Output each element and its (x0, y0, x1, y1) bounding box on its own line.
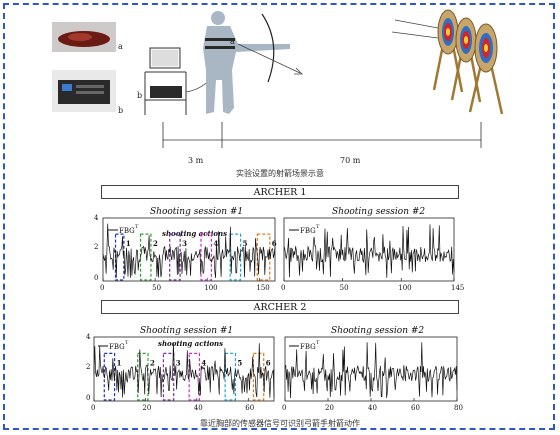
a2s1-ytick-2: 2 (86, 363, 90, 371)
a1s1-action-box-5 (229, 233, 242, 281)
distance-markers (162, 122, 482, 148)
a1s1-xtick-label: 150 (256, 284, 269, 292)
a2s1-action-number: 6 (266, 358, 271, 367)
a1s1-action-number: 6 (272, 239, 277, 248)
a2s2-signal-line (284, 342, 458, 399)
a1s1-legend: FBG (119, 227, 135, 235)
a2s1-xtick-label: 60 (245, 404, 254, 412)
a1s1-annotation: shooting actions (162, 229, 227, 238)
a2s1-xtick-label: 0 (91, 404, 95, 412)
a1s2-xtick-label: 50 (340, 284, 349, 292)
a2s2-legend: FBG (300, 343, 316, 351)
a1s1-ytick-2: 2 (94, 243, 98, 251)
a2s1-legend: FBG (109, 343, 125, 351)
sensor-label-a: a (230, 37, 235, 46)
bow-icon (261, 13, 275, 83)
archer1-session1-plot: Shooting session #1 shooting actions FBG… (94, 207, 277, 292)
interrogator-photo (52, 70, 116, 112)
a1s1-action-number: 3 (182, 239, 187, 248)
a1s1-action-number: 2 (153, 239, 158, 248)
archer1-header: ARCHER 1 (101, 185, 459, 199)
a1s1-action-box-2 (139, 233, 152, 281)
a1s1-action-box-4 (200, 233, 213, 281)
a2s2-xtick-label: 20 (325, 404, 334, 412)
a2s1-signal-line (93, 342, 275, 398)
a1s1-title: Shooting session #1 (150, 207, 243, 217)
a2s1-action-number: 3 (176, 358, 181, 367)
a2s1-action-box-3 (162, 352, 175, 401)
a2s1-action-box-6 (252, 352, 265, 401)
computer-desk (144, 47, 187, 115)
scene-caption: 实验设置的射箭场景示意 (236, 169, 324, 178)
a1s1-signal-line (102, 223, 276, 278)
footer-caption: 靠近胸部的传感器信号可识别弓箭手射箭动作 (200, 419, 360, 428)
distance-3m: 3 m (188, 156, 204, 165)
a2s1-action-number: 5 (237, 358, 242, 367)
fbg-sensor-photo (52, 22, 116, 52)
a1s1-ytick-4: 4 (94, 214, 99, 222)
a2s1-action-number: 1 (117, 358, 122, 367)
target-stands (432, 9, 504, 115)
a1s1-xtick-label: 100 (204, 284, 217, 292)
device-label-b: b (118, 106, 123, 115)
device-label-a: a (118, 42, 123, 51)
a1s1-legend-sup: T (135, 224, 139, 230)
a1s2-xtick-label: 145 (451, 284, 464, 292)
a2s1-action-box-5 (224, 352, 237, 401)
a1s2-legend-sup: T (316, 224, 320, 230)
a1s2-xtick-label: 100 (398, 284, 411, 292)
archer2-header: ARCHER 2 (101, 300, 459, 314)
a2s1-xtick-label: 40 (194, 404, 203, 412)
a2s1-action-number: 4 (201, 358, 206, 367)
a2s2-title: Shooting session #2 (331, 326, 424, 336)
a2s2-xtick-label: 80 (454, 404, 463, 412)
a2s1-annotation: shooting actions (158, 339, 223, 348)
a2s1-title: Shooting session #1 (140, 326, 233, 336)
a2s1-ytick-4: 4 (86, 333, 91, 341)
a2s1-legend-sup: T (125, 340, 129, 346)
a1s1-xtick-label: 50 (152, 284, 161, 292)
archer2-session1-plot: Shooting session #1 shooting actions FBG… (86, 326, 275, 412)
a1s2-legend: FBG (300, 227, 316, 235)
a1s1-action-number: 4 (213, 239, 218, 248)
distance-70m: 70 m (340, 156, 361, 165)
a1s1-action-number: 5 (243, 239, 248, 248)
a2s2-legend-sup: T (316, 340, 320, 346)
archer2-session2-plot: Shooting session #2 FBG T 0 20 40 60 80 (282, 326, 463, 412)
a1s1-action-box-3 (169, 233, 181, 281)
a2s2-xtick-label: 60 (411, 404, 420, 412)
a1s1-action-box-6 (256, 233, 271, 281)
a2s1-ytick-0: 0 (86, 394, 90, 402)
a1s1-xtick-label: 0 (100, 284, 104, 292)
a1s2-title: Shooting session #2 (332, 207, 425, 217)
a1s1-action-number: 1 (126, 239, 131, 248)
a1s2-xtick-label: 0 (281, 284, 285, 292)
a2s2-xtick-label: 0 (282, 404, 286, 412)
a2s1-action-number: 2 (150, 358, 155, 367)
sensor-label-b: b (137, 91, 142, 100)
a2s2-xtick-label: 40 (368, 404, 377, 412)
a1s1-ytick-0: 0 (94, 274, 98, 282)
a1s2-signal-line (283, 224, 455, 278)
archer1-session2-plot: Shooting session #2 FBG T 0 50 100 145 (281, 207, 464, 292)
archer-figure (203, 11, 290, 114)
a2s1-xtick-label: 20 (142, 404, 151, 412)
